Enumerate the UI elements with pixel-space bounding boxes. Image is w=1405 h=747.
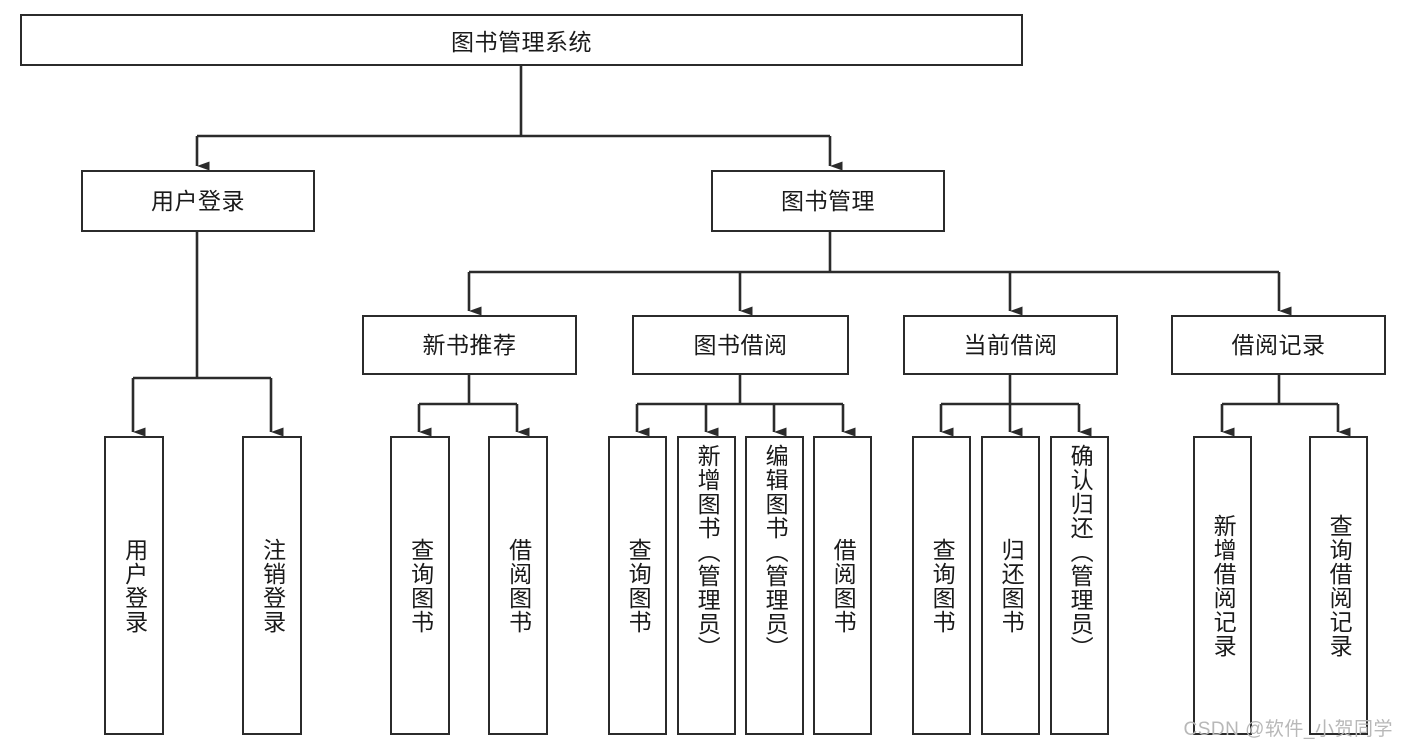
leaf-label: 注销登录 bbox=[259, 537, 286, 634]
leaf-new-book-query-book[interactable]: 查询图书 bbox=[390, 436, 450, 735]
leaf-label: 查询图书 bbox=[407, 537, 434, 634]
leaf-current-borrow-query-book[interactable]: 查询图书 bbox=[912, 436, 971, 735]
node-current-borrow[interactable]: 当前借阅 bbox=[903, 315, 1118, 375]
leaf-book-borrow-query-book[interactable]: 查询图书 bbox=[608, 436, 667, 735]
leaf-user-login-logout[interactable]: 注销登录 bbox=[242, 436, 302, 735]
leaf-current-borrow-confirm-return-admin[interactable]: 确认归还（管理员） bbox=[1050, 436, 1109, 735]
leaf-label: 新增借阅记录 bbox=[1210, 513, 1237, 658]
leaf-label: 查询借阅记录 bbox=[1326, 513, 1353, 658]
node-book-manage-label: 图书管理 bbox=[781, 187, 875, 214]
leaf-book-borrow-add-book-admin[interactable]: 新增图书（管理员） bbox=[677, 436, 736, 735]
connector-lines bbox=[131, 66, 1351, 437]
node-user-login[interactable]: 用户登录 bbox=[81, 170, 315, 232]
leaf-label: 编辑图书（管理员） bbox=[762, 444, 789, 660]
leaf-book-borrow-edit-book-admin[interactable]: 编辑图书（管理员） bbox=[745, 436, 804, 735]
node-book-manage[interactable]: 图书管理 bbox=[711, 170, 945, 232]
node-new-book-recommend-label: 新书推荐 bbox=[422, 331, 517, 358]
leaf-user-login-user-login[interactable]: 用户登录 bbox=[104, 436, 164, 735]
leaf-borrow-record-add-record[interactable]: 新增借阅记录 bbox=[1193, 436, 1252, 735]
leaf-label: 新增图书（管理员） bbox=[694, 444, 721, 660]
node-new-book-recommend[interactable]: 新书推荐 bbox=[362, 315, 577, 375]
node-borrow-record[interactable]: 借阅记录 bbox=[1171, 315, 1386, 375]
leaf-label: 借阅图书 bbox=[830, 537, 857, 634]
node-root-system[interactable]: 图书管理系统 bbox=[20, 14, 1023, 66]
node-user-login-label: 用户登录 bbox=[151, 187, 245, 214]
leaf-label: 确认归还（管理员） bbox=[1067, 444, 1094, 660]
leaf-book-borrow-borrow-book[interactable]: 借阅图书 bbox=[813, 436, 872, 735]
leaf-borrow-record-query-record[interactable]: 查询借阅记录 bbox=[1309, 436, 1368, 735]
leaf-new-book-borrow-book[interactable]: 借阅图书 bbox=[488, 436, 548, 735]
leaf-current-borrow-return-book[interactable]: 归还图书 bbox=[981, 436, 1040, 735]
node-current-borrow-label: 当前借阅 bbox=[963, 331, 1058, 358]
node-root-system-label: 图书管理系统 bbox=[451, 29, 592, 55]
leaf-label: 查询图书 bbox=[625, 537, 652, 634]
leaf-label: 借阅图书 bbox=[505, 537, 532, 634]
leaf-label: 归还图书 bbox=[998, 537, 1025, 634]
leaf-label: 查询图书 bbox=[929, 537, 956, 634]
node-borrow-record-label: 借阅记录 bbox=[1231, 331, 1326, 358]
node-book-borrow-label: 图书借阅 bbox=[693, 331, 788, 358]
leaf-label: 用户登录 bbox=[121, 537, 148, 634]
node-book-borrow[interactable]: 图书借阅 bbox=[632, 315, 849, 375]
